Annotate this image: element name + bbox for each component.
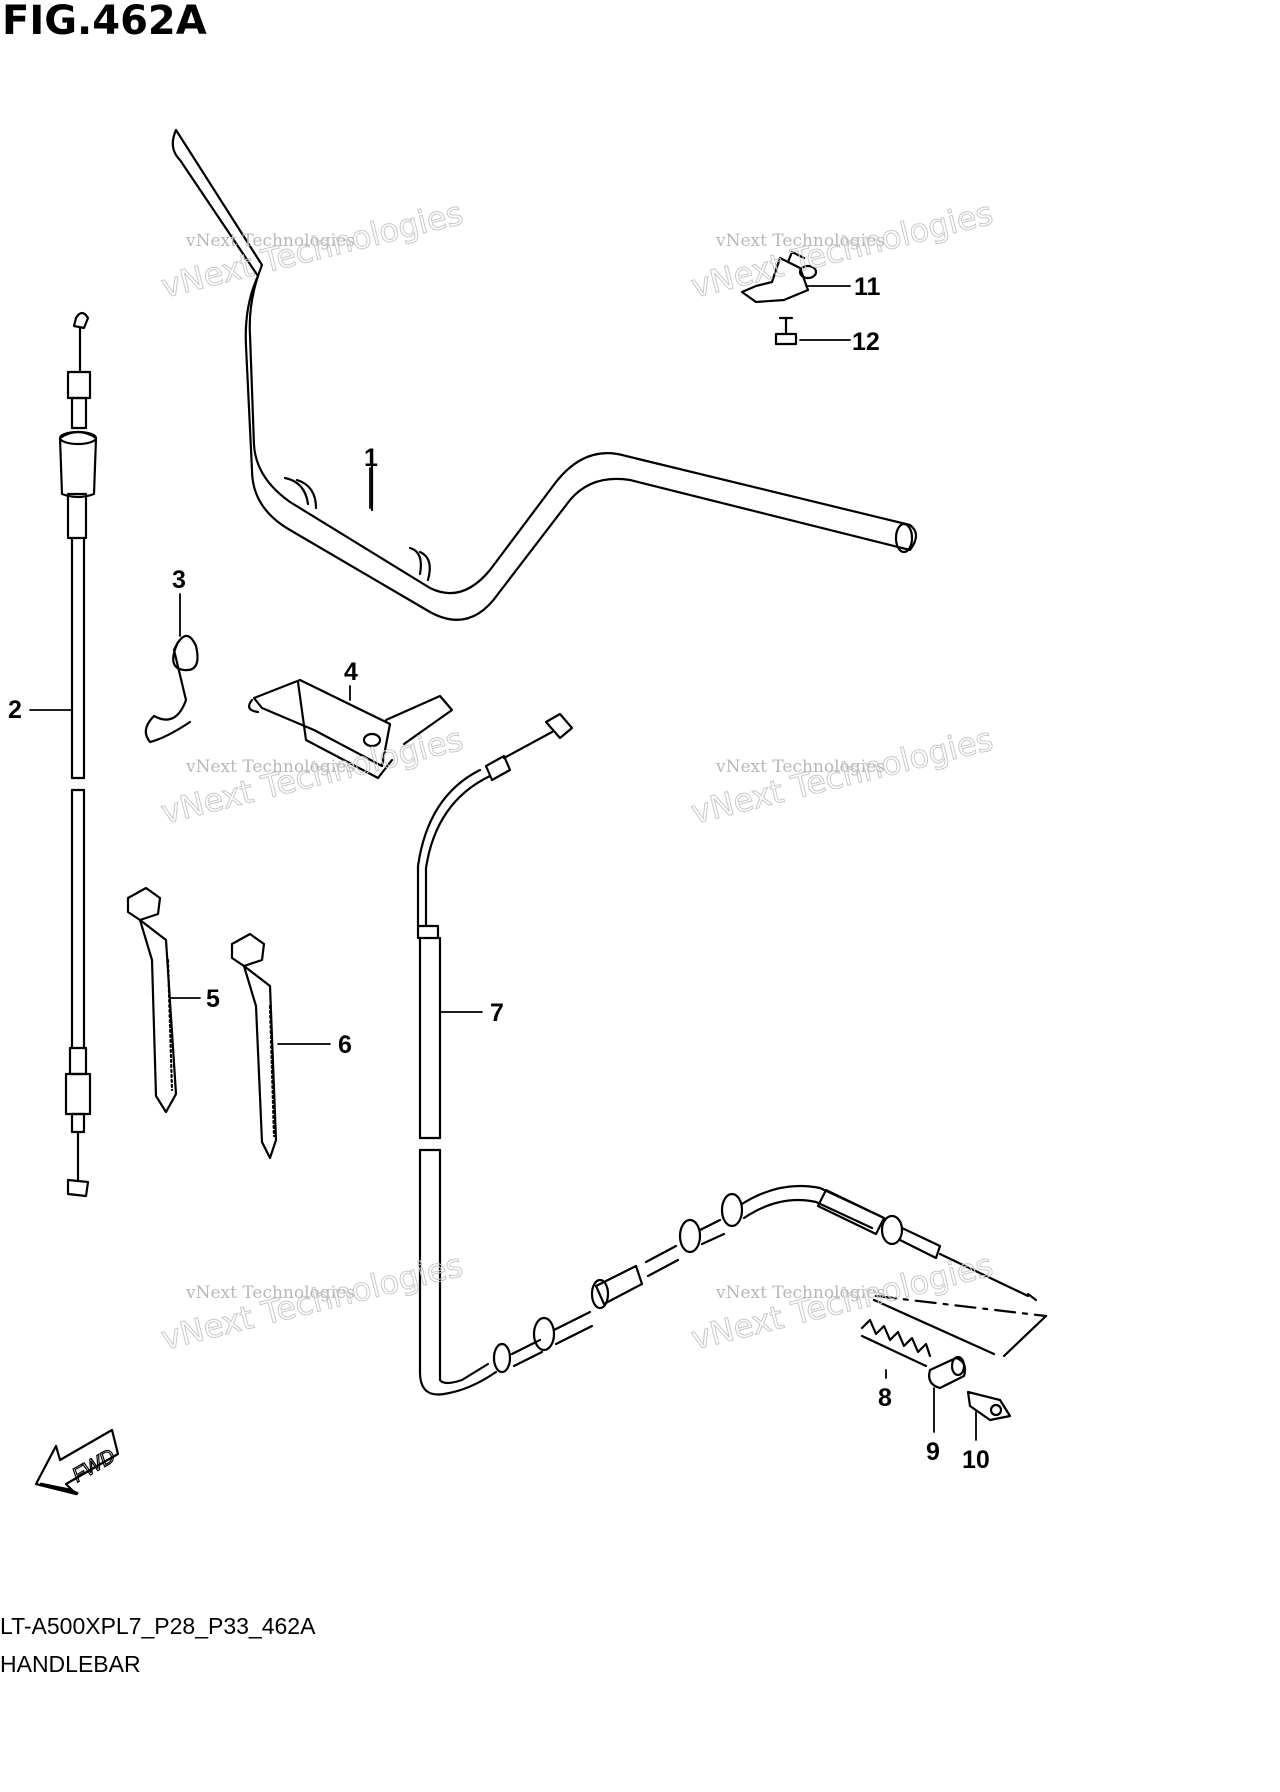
watermark-text: vNext Technologies [185,1283,355,1303]
cable-part-7 [416,712,1048,1396]
watermark-text: vNext Technologies [715,231,885,251]
watermark-text: vNext Technologies [715,1283,885,1303]
callout-8: 8 [878,1384,892,1412]
clamp-bracket-part-4 [248,678,454,780]
model-code: LT-A500XPL7_P28_P33_462A [0,1613,316,1639]
callout-labels: 1 2 3 4 5 6 7 8 9 10 11 12 [8,273,990,1474]
handlebar-part-1 [171,128,918,621]
watermark-group: vNext Technologies vNext Technologies vN… [157,193,997,1358]
callout-4: 4 [344,658,358,686]
callout-9: 9 [926,1438,940,1466]
screw-part-12 [774,316,798,346]
figure-title: FIG.462A [2,0,207,44]
holder-part-10 [966,1390,1012,1422]
bracket-part-11 [740,250,818,304]
cable-part-2 [58,311,98,1198]
callout-10: 10 [962,1446,990,1474]
callout-2: 2 [8,696,22,724]
callout-11: 11 [854,273,881,301]
fwd-arrow-icon: FWD [34,1428,120,1496]
spring-part-8 [860,1318,932,1368]
section-name: HANDLEBAR [0,1651,141,1677]
watermark-text: vNext Technologies [185,231,355,251]
callout-1: 1 [364,444,378,472]
watermark-text: vNext Technologies [185,757,355,777]
callout-5: 5 [206,985,220,1013]
watermark-text: vNext Technologies [715,757,885,777]
callout-3: 3 [172,566,186,594]
cable-tie-part-5 [126,886,178,1114]
cable-tie-part-6 [230,932,278,1160]
callout-6: 6 [338,1031,352,1059]
leader-lines [29,285,977,1441]
callout-12: 12 [852,328,880,356]
callout-7: 7 [490,999,504,1027]
barrel-part-9 [928,1355,967,1390]
spring-clip-part-3 [144,634,199,744]
